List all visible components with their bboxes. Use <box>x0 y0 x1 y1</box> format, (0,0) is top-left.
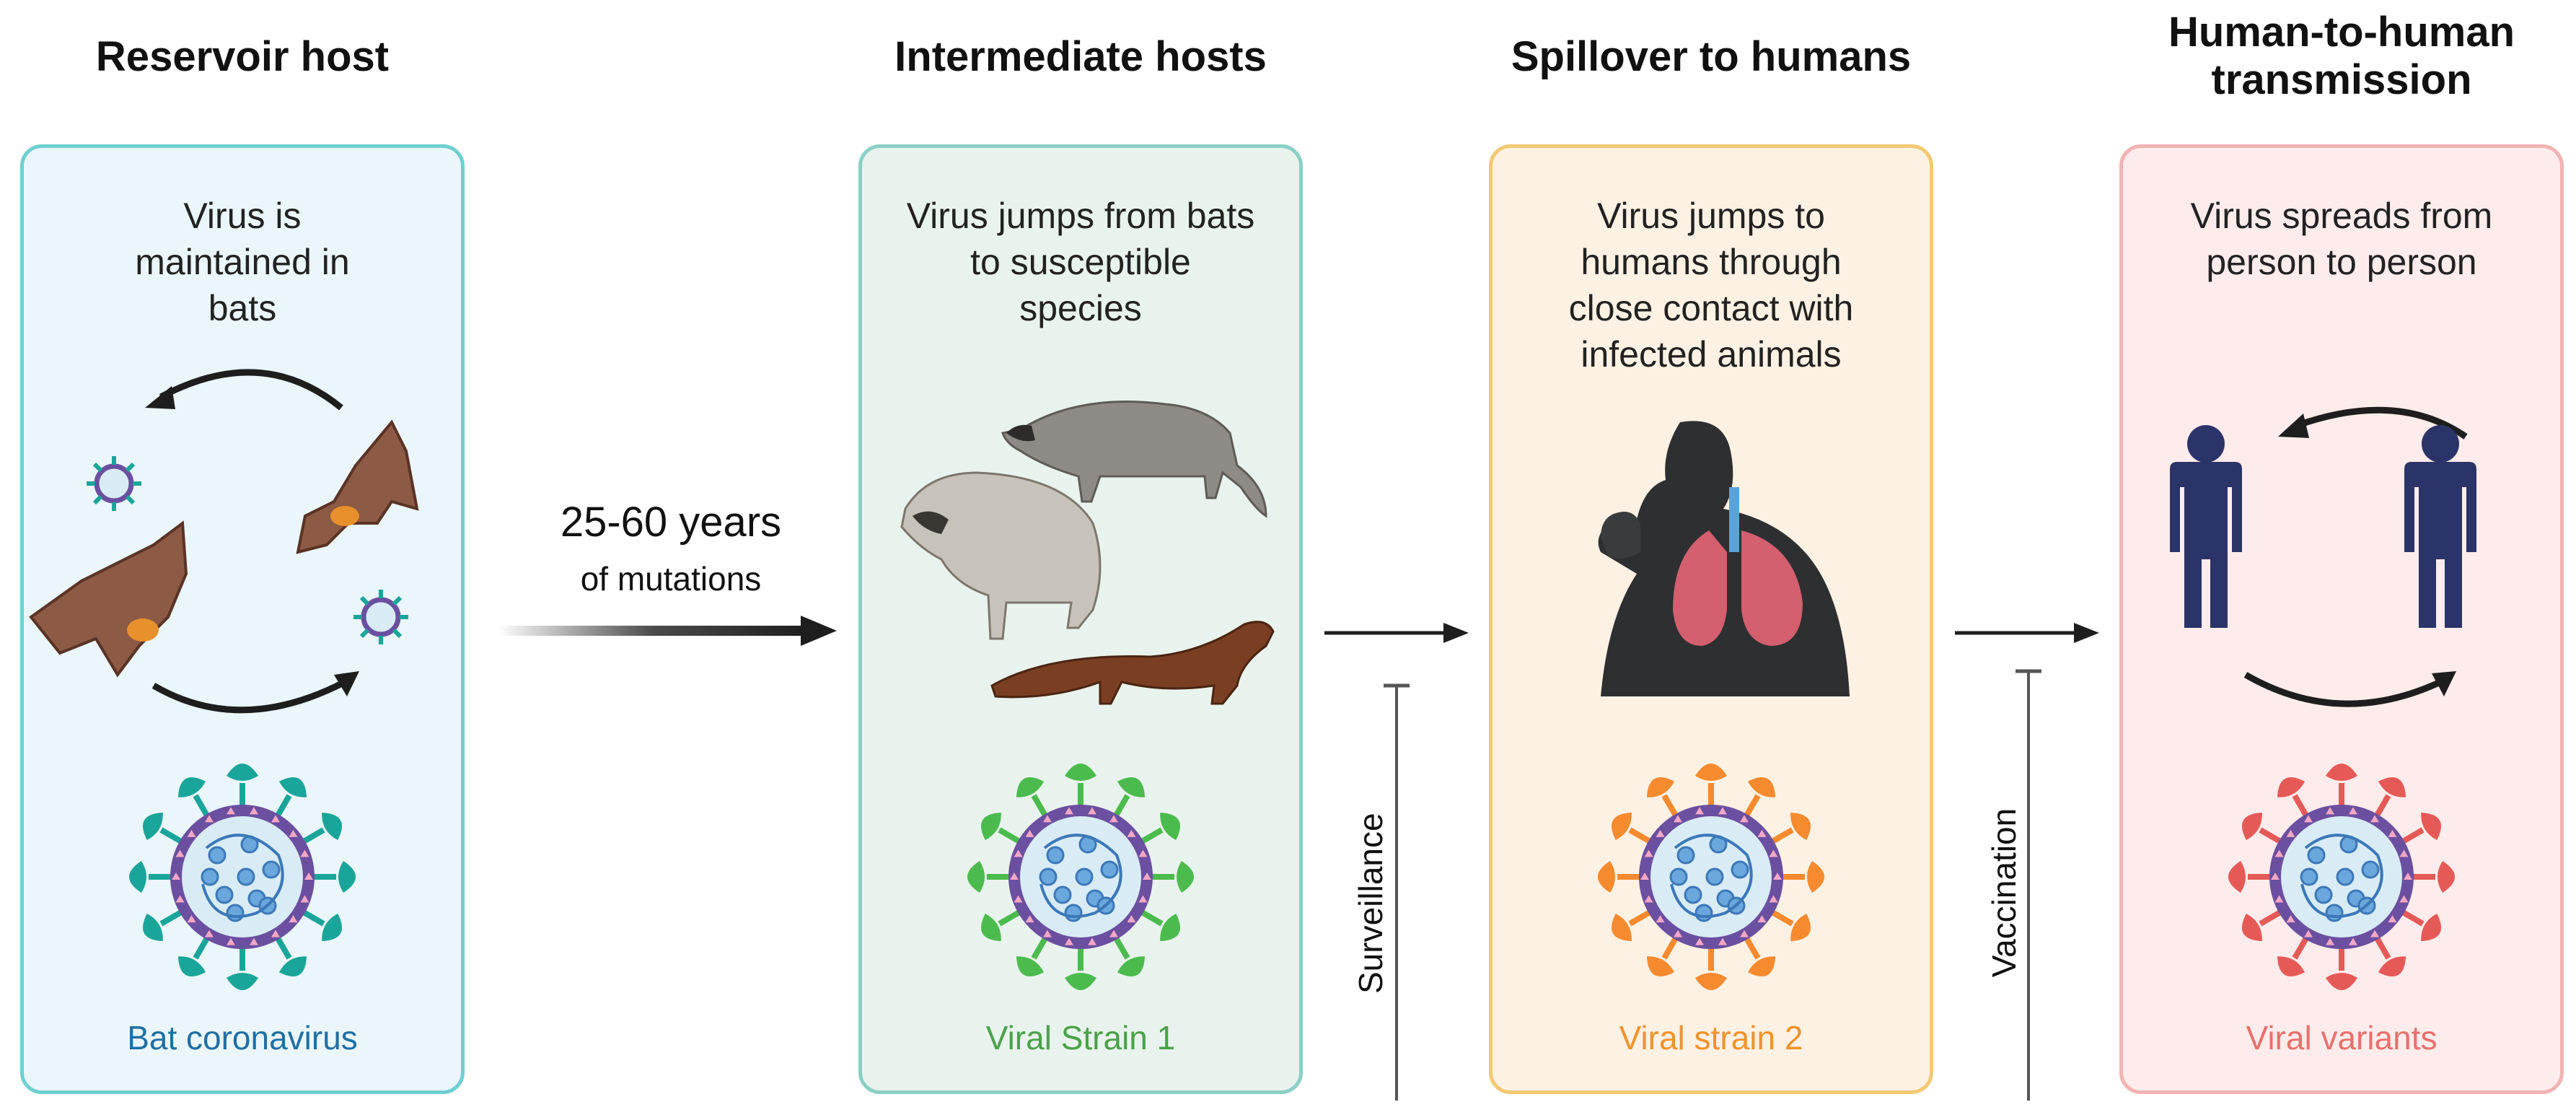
caption-viral-variants: Viral variants <box>2246 1019 2437 1057</box>
spillover-illustration <box>1598 421 1850 990</box>
virus-icon <box>129 764 356 990</box>
cycle-arrowhead-bottom-icon <box>334 671 359 696</box>
cycle-arrow-top-icon <box>159 369 343 411</box>
panel-spillover-humans: Virus jumps to humans through close cont… <box>1489 144 1933 1094</box>
mutation-arrow-icon <box>498 616 837 646</box>
virus-icon <box>2228 764 2455 990</box>
caption-bat-coronavirus: Bat coronavirus <box>127 1019 358 1057</box>
caption-viral-strain-1: Viral Strain 1 <box>985 1019 1176 1057</box>
raccoon-dog-icon <box>900 471 1102 640</box>
cycle-arrowhead-top-icon <box>2278 414 2309 438</box>
cycle-arrow-bottom-icon <box>2243 672 2442 707</box>
cycle-arrowhead-bottom-icon <box>2432 671 2456 696</box>
bat-icon <box>29 520 188 678</box>
surveillance-connector <box>1324 623 1469 1101</box>
spillover-arrowhead-icon <box>1443 623 1469 643</box>
civet-icon <box>1001 401 1267 518</box>
description-reservoir: Virus is maintained in bats <box>135 196 350 328</box>
small-virus-icon <box>87 456 141 511</box>
description-human-transmission: Virus spreads from person to person <box>2190 196 2493 282</box>
small-virus-icon <box>353 590 408 644</box>
bat-icon <box>296 419 419 554</box>
mutation-years-label: 25-60 years <box>560 499 782 546</box>
stage-title-spillover: Spillover to humans <box>1511 33 1912 80</box>
panel-intermediate-hosts: Virus jumps from bats to susceptible spe… <box>858 144 1303 1094</box>
mutation-subtitle: of mutations <box>580 560 762 598</box>
cycle-arrow-top-icon <box>2295 406 2468 440</box>
virus-icon <box>1598 764 1824 990</box>
description-spillover: Virus jumps to humans through close cont… <box>1568 196 1854 375</box>
cycle-arrow-bottom-icon <box>151 679 347 714</box>
reservoir-illustration <box>29 369 419 990</box>
intermediate-illustration <box>900 401 1275 990</box>
stage-title-human-transmission: Human-to-human transmission <box>2168 9 2515 103</box>
vaccination-connector <box>1955 623 2099 1101</box>
stage-title-intermediate: Intermediate hosts <box>894 33 1267 80</box>
vaccination-label: Vaccination <box>1985 808 2023 978</box>
lungs-icon <box>1673 487 1803 646</box>
description-intermediate: Virus jumps from bats to susceptible spe… <box>906 196 1255 328</box>
panel-reservoir-host: Virus is maintained in bats Bat coronavi… <box>20 144 465 1094</box>
surveillance-label: Surveillance <box>1352 813 1389 994</box>
transmission-arrowhead-icon <box>2074 623 2099 643</box>
mink-icon <box>990 621 1275 705</box>
human-transmission-illustration <box>2170 406 2476 990</box>
cycle-arrowhead-top-icon <box>145 386 175 409</box>
virus-icon <box>967 764 1194 990</box>
panel-human-transmission: Virus spreads from person to person Vira… <box>2119 144 2564 1094</box>
stage-title-reservoir: Reservoir host <box>95 33 390 80</box>
person-icon <box>2404 425 2476 628</box>
person-icon <box>2170 425 2242 628</box>
caption-viral-strain-2: Viral strain 2 <box>1619 1019 1803 1057</box>
